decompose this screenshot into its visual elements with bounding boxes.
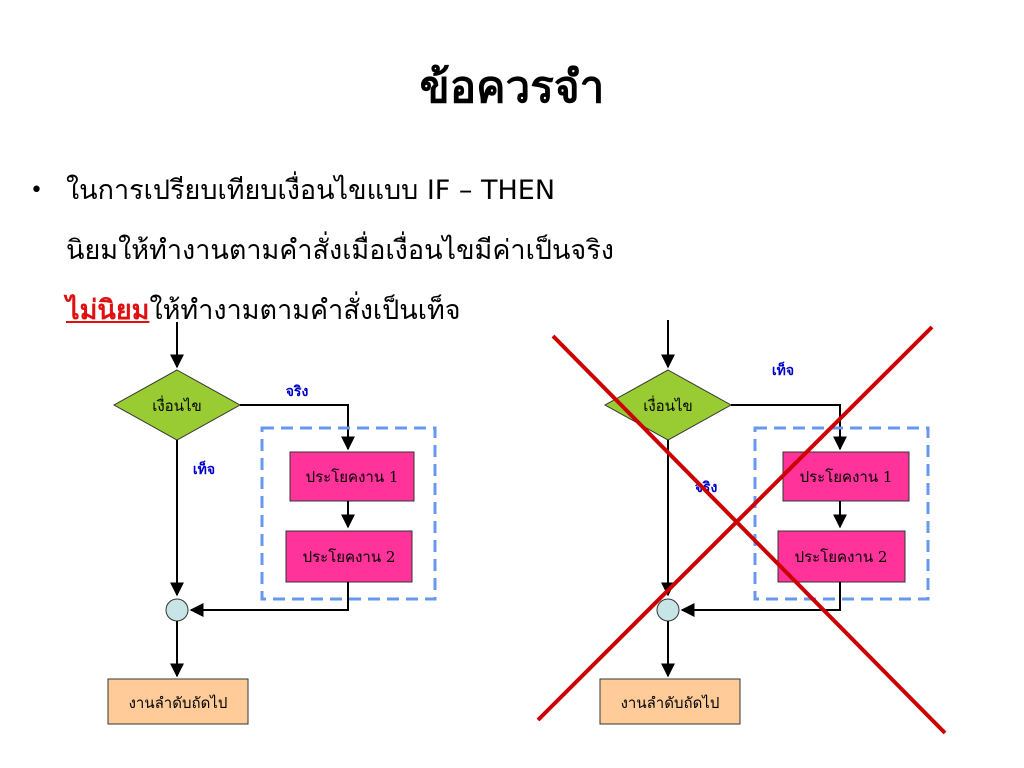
false-label: เท็จ — [772, 361, 794, 379]
connector-circle — [165, 598, 189, 622]
true-label: จริง — [286, 384, 309, 400]
statement-2-label: ประโยคงาน 2 — [795, 548, 888, 566]
false-label: เท็จ — [193, 460, 215, 478]
cross-out-line-1 — [551, 334, 947, 735]
statement-1-label: ประโยคงาน 1 — [306, 468, 399, 486]
bullet-line-3-rest: ให้ทำงามตามคำสั่งเป็นเท็จ — [149, 295, 461, 326]
merge-arrow — [680, 582, 841, 617]
flowchart-correct: เงื่อนไข จริง ประโยคงาน 1 ประโยคงาน 2 เท… — [107, 322, 437, 725]
flowchart-wrong: เงื่อนไข เท็จ ประโยคงาน 1 ประโยคงาน 2 จร… — [536, 320, 947, 735]
next-task-box — [599, 678, 741, 725]
statement-1-box — [782, 451, 910, 502]
cross-out-line-2 — [536, 325, 934, 722]
emphasis-text: ไม่นิยม — [66, 295, 150, 326]
statement-2-box — [777, 530, 906, 583]
connector-circle — [656, 598, 680, 622]
decision-label: เงื่อนไข — [643, 395, 693, 415]
false-branch-line — [731, 404, 847, 451]
decision-label: เงื่อนไข — [152, 395, 202, 415]
statement-2-label: ประโยคงาน 2 — [303, 548, 396, 566]
next-task-label: งานลำดับถัดไป — [129, 694, 228, 712]
bullet-dot: • — [30, 178, 43, 203]
slide-title: ข้อควรจำ — [419, 62, 605, 113]
bullet-line-2: นิยมให้ทำงานตามคำสั่งเมื่อเงื่อนไขมีค่าเ… — [66, 235, 614, 266]
statement-1-label: ประโยคงาน 1 — [800, 468, 893, 486]
statement-group-box — [260, 426, 437, 601]
true-branch-line — [240, 404, 355, 451]
bullet-line-3: ไม่นิยมให้ทำงามตามคำสั่งเป็นเท็จ — [66, 288, 461, 331]
next-task-box — [107, 678, 249, 725]
merge-arrow — [189, 582, 349, 617]
bullet-line-1: ในการเปรียบเทียบเงื่อนไขแบบ IF – THEN — [66, 175, 556, 206]
statement-group-box — [753, 426, 930, 601]
statement-1-box — [289, 451, 415, 502]
next-task-label: งานลำดับถัดไป — [621, 694, 720, 712]
